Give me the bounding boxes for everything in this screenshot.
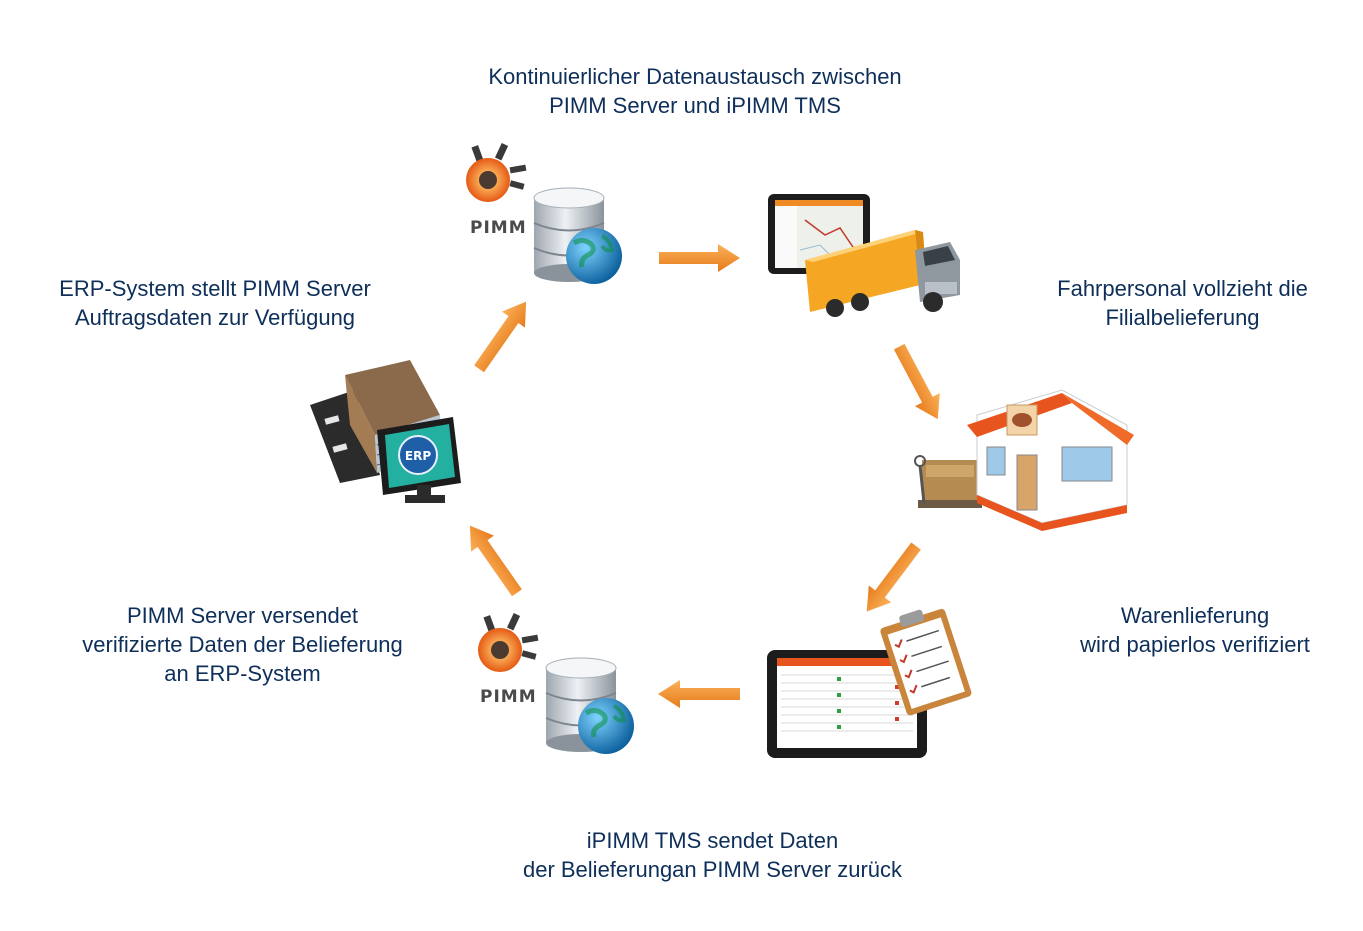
tablet-verification bbox=[765, 605, 980, 760]
globe-icon bbox=[566, 228, 622, 284]
label-data-exchange: Kontinuierlicher Datenaustausch zwischen… bbox=[440, 62, 950, 120]
label-server-sends-line1: PIMM Server versendet bbox=[126, 603, 359, 628]
label-driver-delivery-line1: Fahrpersonal vollzieht die bbox=[1057, 276, 1308, 301]
arrow-server-to-truck-icon bbox=[659, 244, 740, 272]
label-data-return: iPIMM TMS sendet Daten der Belieferungan… bbox=[470, 826, 955, 884]
label-data-exchange-line1: Kontinuierlicher Datenaustausch zwischen bbox=[488, 64, 902, 89]
label-paperless-verification: Warenlieferung wird papierlos verifizier… bbox=[1040, 601, 1350, 659]
arrow-tablet-to-server-icon bbox=[658, 680, 740, 708]
label-paperless-verification-line2: wird papierlos verifiziert bbox=[1080, 632, 1310, 657]
label-driver-delivery: Fahrpersonal vollzieht die Filialbeliefe… bbox=[1020, 274, 1345, 332]
pimm-server-top: PIMM bbox=[462, 138, 632, 288]
label-data-return-line1: iPIMM TMS sendet Daten bbox=[586, 828, 839, 853]
label-driver-delivery-line2: Filialbelieferung bbox=[1105, 305, 1260, 330]
pimm-logo-icon: PIMM bbox=[478, 613, 539, 707]
erp-badge-text: ERP bbox=[405, 449, 431, 463]
globe-icon bbox=[578, 698, 634, 754]
truck-icon bbox=[805, 230, 960, 317]
erp-system: ERP bbox=[305, 355, 485, 510]
pimm-logo-text: PIMM bbox=[480, 687, 537, 707]
erp-badge-icon: ERP bbox=[398, 435, 438, 475]
arrow-server-to-erp-icon bbox=[469, 525, 522, 597]
label-data-exchange-line2: PIMM Server und iPIMM TMS bbox=[549, 93, 841, 118]
pimm-logo-icon: PIMM bbox=[466, 143, 527, 238]
label-erp-provides-line2: Auftragsdaten zur Verfügung bbox=[74, 305, 356, 330]
tablet-table-icon bbox=[767, 650, 927, 758]
storefront-icon bbox=[967, 389, 1134, 531]
pimm-server-bottom: PIMM bbox=[474, 608, 644, 758]
label-paperless-verification-line1: Warenlieferung bbox=[1120, 603, 1270, 628]
label-erp-provides-line1: ERP-System stellt PIMM Server bbox=[59, 276, 371, 301]
pimm-logo-text: PIMM bbox=[470, 218, 527, 238]
label-server-sends-line3: an ERP-System bbox=[164, 661, 321, 686]
clipboard-checklist-icon bbox=[880, 608, 972, 716]
label-server-sends-line2: verifizierte Daten der Belieferung bbox=[82, 632, 403, 657]
pallet-truck-icon bbox=[914, 455, 982, 508]
label-server-sends: PIMM Server versendet verifizierte Daten… bbox=[40, 601, 445, 688]
label-erp-provides: ERP-System stellt PIMM Server Auftragsda… bbox=[20, 274, 410, 332]
delivery-truck bbox=[765, 190, 965, 330]
label-data-return-line2: der Belieferungan PIMM Server zurück bbox=[522, 857, 903, 882]
store-building bbox=[912, 385, 1137, 531]
